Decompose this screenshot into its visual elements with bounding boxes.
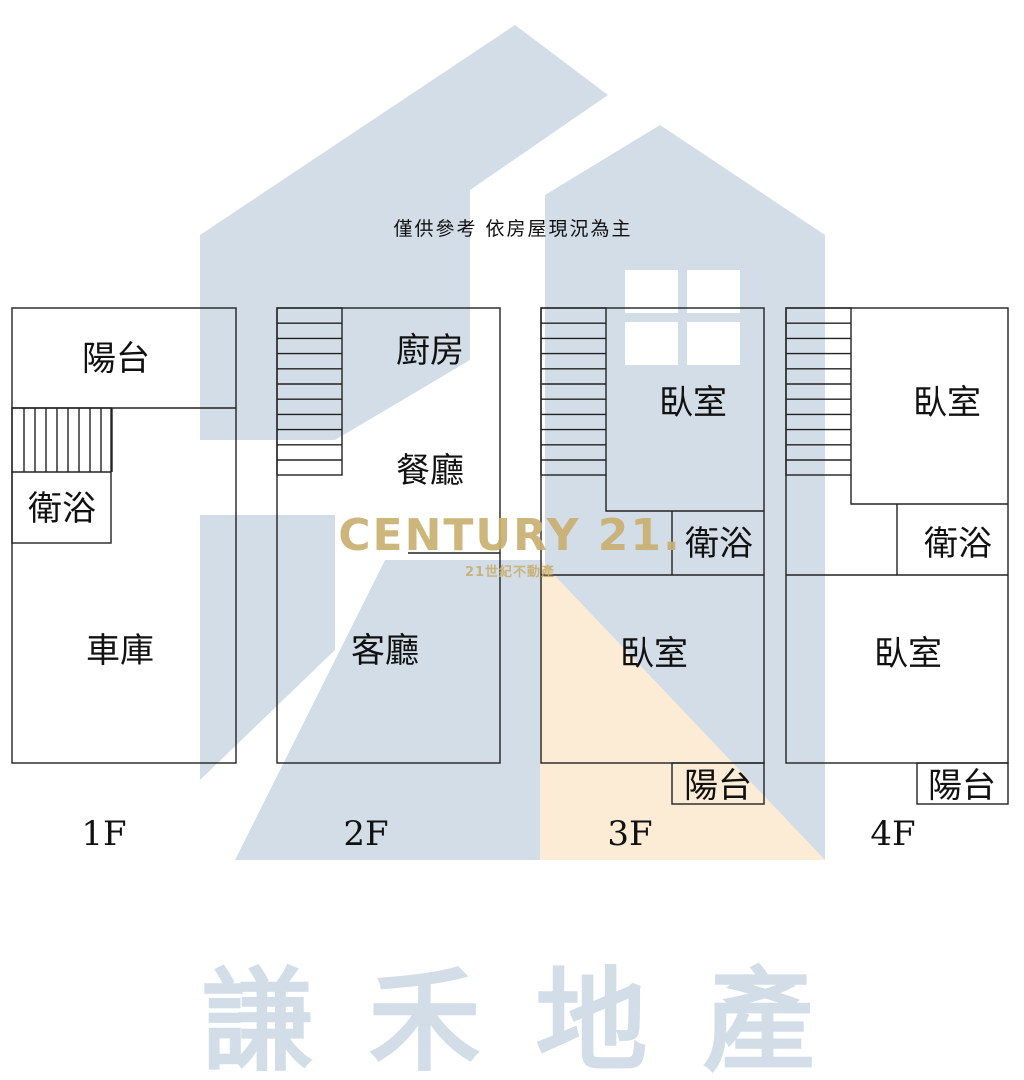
staircase-3f-outline (540, 307, 607, 476)
staircase-4f-outline (785, 307, 852, 476)
century21-logo: CENTURY 21. 21世紀不動產 (338, 510, 682, 580)
logo-text: CENTURY 21. (338, 510, 682, 561)
floor-label-4f: 4F (870, 814, 915, 854)
balcony-3f-outline (671, 762, 765, 805)
floor-3f: 臥室 衛浴 臥室 陽台 3F (540, 307, 765, 854)
room-balcony-1f: 陽台 (82, 339, 150, 379)
balcony-4f-outline (916, 762, 1009, 805)
disclaimer-note: 僅供參考 依房屋現況為主 (393, 218, 632, 240)
floor-1f: 陽台 衛浴 車庫 1F (11, 307, 237, 854)
room-kitchen-2f: 廚房 (396, 331, 464, 371)
room-bath-1f: 衛浴 (28, 489, 96, 529)
accent-triangle-shape (540, 560, 825, 860)
room-bedroom-3f-a: 臥室 (659, 383, 727, 423)
floor-2f-outline (276, 307, 501, 764)
staircase-2f (277, 322, 342, 461)
room-balcony-4f: 陽台 (928, 766, 996, 806)
floor-label-1f: 1F (81, 814, 126, 854)
agency-watermark-text: 謙 禾 地 產 (202, 957, 823, 1080)
floor-2f: 廚房 餐廳 客廳 2F (276, 307, 501, 854)
room-bath-3f: 衛浴 (685, 524, 753, 564)
room-bedroom-4f-a: 臥室 (913, 383, 981, 423)
room-bath-4f: 衛浴 (924, 524, 992, 564)
room-balcony-3f: 陽台 (684, 766, 752, 806)
logo-subtext: 21世紀不動產 (465, 564, 555, 580)
staircase-3f (541, 322, 606, 461)
bath-1f-outline (11, 407, 112, 544)
floor-4f-outline (785, 307, 1009, 764)
floor-label-2f: 2F (343, 814, 388, 854)
room-garage-1f: 車庫 (86, 631, 154, 671)
room-living-2f: 客廳 (351, 631, 419, 671)
floor-4f: 臥室 衛浴 臥室 陽台 4F (785, 307, 1009, 854)
room-dining-2f: 餐廳 (396, 451, 464, 491)
floor-label-3f: 3F (607, 814, 652, 854)
room-bedroom-3f-b: 臥室 (620, 634, 688, 674)
floor-3f-outline (540, 307, 765, 764)
staircase-2f-outline (276, 307, 343, 476)
staircase-1f (23, 408, 113, 472)
room-bedroom-4f-b: 臥室 (874, 634, 942, 674)
staircase-4f (786, 322, 851, 461)
